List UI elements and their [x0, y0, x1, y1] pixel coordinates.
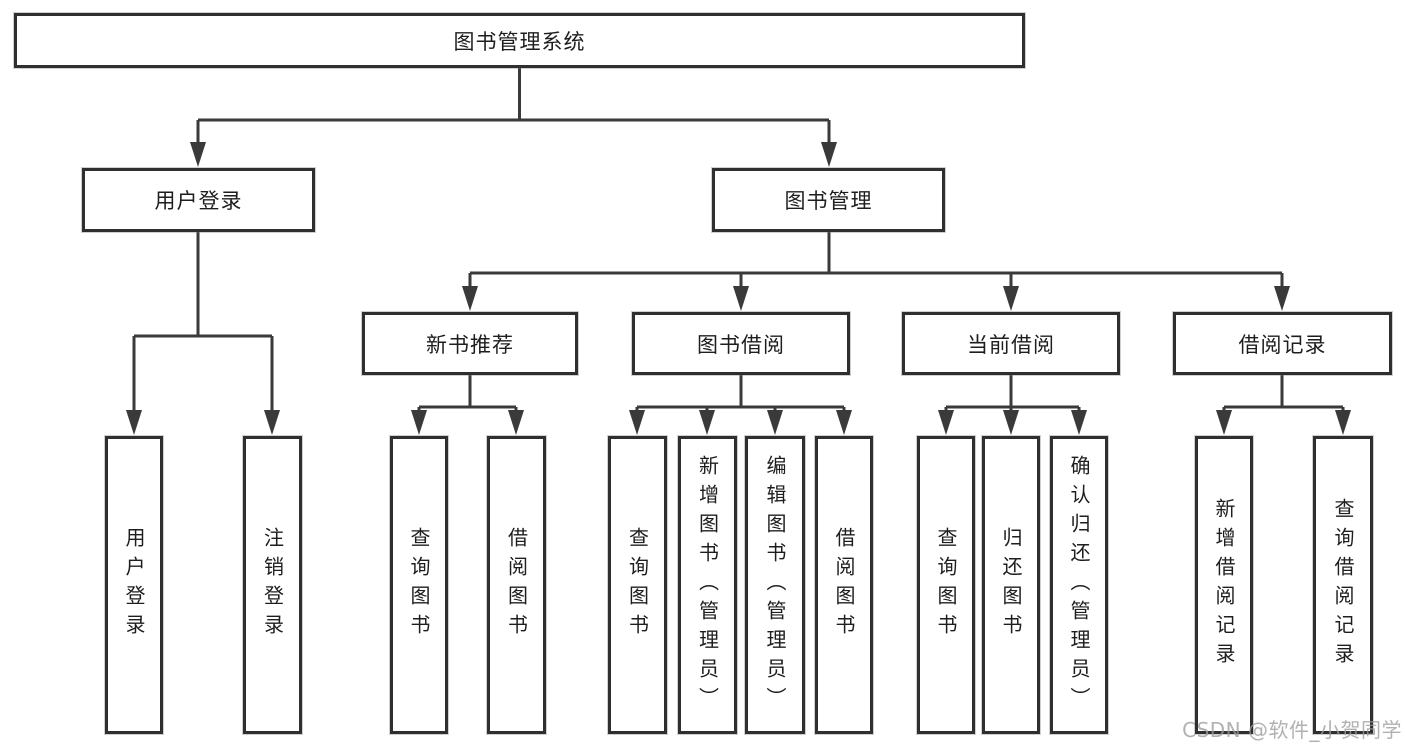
leaf-query-borrow-record: 查询借阅记录	[1313, 436, 1373, 734]
node-current-borrowing: 当前借阅	[902, 312, 1120, 375]
leaf-add-book-admin: 新增图书（管理员）	[678, 436, 737, 734]
watermark: CSDN @软件_小贺同学	[1182, 718, 1402, 742]
node-library-management-system: 图书管理系统	[14, 13, 1025, 68]
leaf-edit-book-admin: 编辑图书（管理员）	[745, 436, 805, 734]
node-book-management: 图书管理	[712, 168, 945, 232]
leaf-borrow-books: 借阅图书	[815, 436, 873, 734]
leaf-borrow-books-recommend: 借阅图书	[487, 436, 546, 734]
leaf-query-books-borrowing: 查询图书	[608, 436, 667, 734]
node-new-book-recommend: 新书推荐	[362, 312, 578, 375]
node-borrow-records: 借阅记录	[1173, 312, 1392, 375]
arrowheads	[126, 142, 1351, 435]
node-book-borrowing: 图书借阅	[632, 312, 850, 375]
node-user-login-group: 用户登录	[82, 168, 315, 232]
leaf-query-books-current: 查询图书	[917, 436, 975, 734]
leaf-confirm-return-admin: 确认归还（管理员）	[1050, 436, 1108, 734]
leaf-user-login: 用户登录	[105, 436, 163, 734]
leaf-query-books-recommend: 查询图书	[390, 436, 448, 734]
leaf-add-borrow-record: 新增借阅记录	[1195, 436, 1253, 734]
leaf-return-books: 归还图书	[982, 436, 1040, 734]
leaf-logout: 注销登录	[243, 436, 302, 734]
